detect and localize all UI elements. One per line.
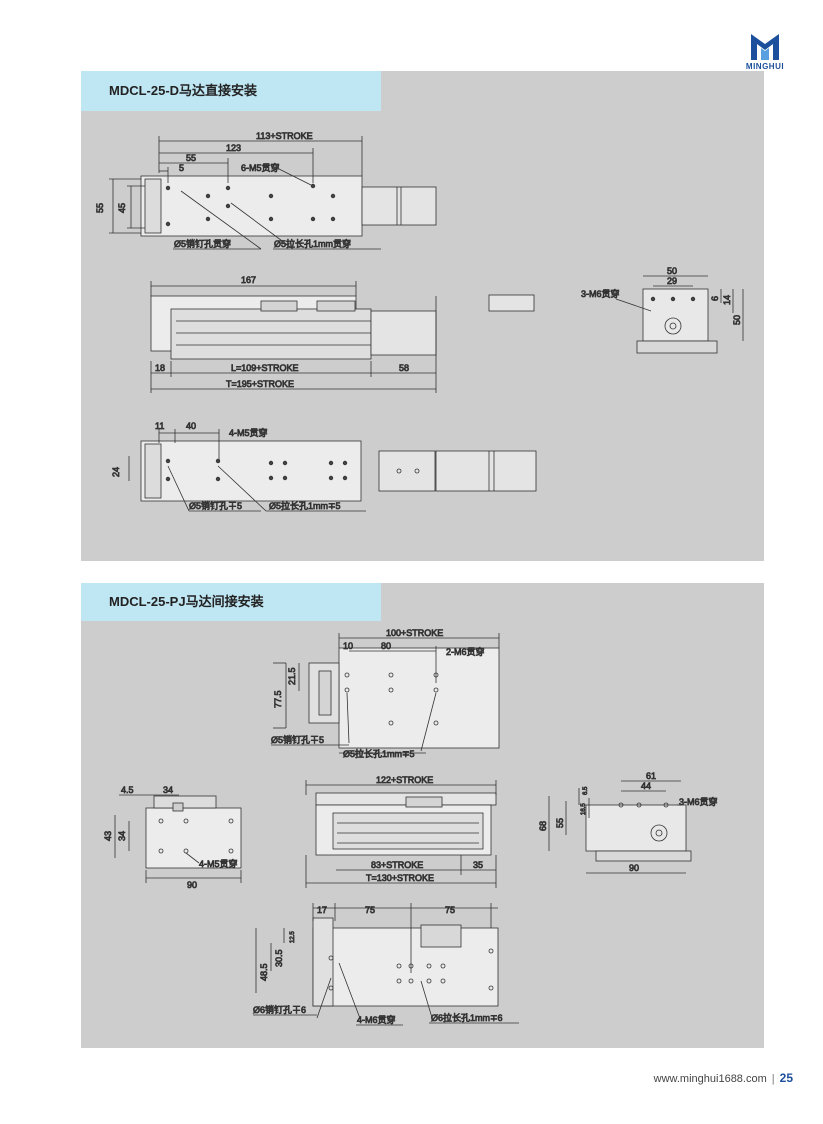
dim-10: 10 <box>343 641 353 651</box>
dim-5: 5 <box>179 163 184 173</box>
bottom-view <box>253 903 519 1026</box>
minghui-logo-icon <box>751 34 779 60</box>
dim-44: 44 <box>641 781 651 791</box>
dim-h43: 43 <box>103 831 113 841</box>
dim-75b: 75 <box>445 905 455 915</box>
thread-label: 2-M6贯穿 <box>446 646 485 657</box>
dim-90: 90 <box>187 880 197 890</box>
dim-h77: 77.5 <box>273 690 283 708</box>
dim-14: 14 <box>722 295 732 305</box>
dim-16-5: 16.5 <box>581 803 587 815</box>
dim-17: 17 <box>317 905 327 915</box>
pin-hole-label: Ø5销钉孔贯穿 <box>174 238 231 249</box>
motor-thread-label: 4-M5贯穿 <box>199 858 238 869</box>
dim-11: 11 <box>155 421 164 431</box>
dim-h21: 21.5 <box>287 667 297 685</box>
dim-80: 80 <box>381 641 391 651</box>
motor-view <box>114 794 242 883</box>
end-view <box>548 780 692 874</box>
side-length: 83+STROKE <box>371 860 423 870</box>
dim-48-5: 48.5 <box>259 963 269 981</box>
dim-167: 167 <box>241 275 256 285</box>
dim-overall: 113+STROKE <box>256 131 313 141</box>
side-overall: 122+STROKE <box>376 775 433 785</box>
bottom-slot-label: Ø6拉长孔1mm∓6 <box>431 1012 503 1023</box>
footer-separator: | <box>771 1073 775 1085</box>
side-view <box>150 281 535 393</box>
dim-length: L=109+STROKE <box>231 363 299 373</box>
dim-50: 50 <box>667 266 677 276</box>
bottom-pin-label: Ø6销钉孔∓6 <box>253 1004 306 1015</box>
section-indirect-mount: MDCL-25-PJ马达间接安装 <box>81 583 764 1048</box>
dim-35: 35 <box>473 860 483 870</box>
dim-total: T=195+STROKE <box>226 379 294 389</box>
section-direct-mount: MDCL-25-D马达直接安装 <box>81 71 764 561</box>
thread-label: 6-M5贯穿 <box>241 162 280 173</box>
top-view <box>109 136 437 250</box>
dim-123: 123 <box>226 143 241 153</box>
footer: www.minghui1688.com | 25 <box>654 1071 793 1085</box>
indirect-mount-drawing: 100+STROKE 10 80 2-M6贯穿 21.5 77.5 Ø5销钉孔∓… <box>103 628 718 1026</box>
dim-h50: 50 <box>732 315 742 325</box>
direct-mount-drawing: 113+STROKE 123 55 5 6-M5贯穿 55 45 Ø5销钉孔贯穿… <box>95 131 744 512</box>
dim-12-5: 12.5 <box>290 931 296 943</box>
dim-18: 18 <box>155 363 165 373</box>
top-view <box>271 633 500 754</box>
section-title: MDCL-25-PJ马达间接安装 <box>81 583 381 621</box>
dim-overall: 100+STROKE <box>386 628 443 638</box>
dim-40: 40 <box>186 421 196 431</box>
pin-hole-label: Ø5销钉孔∓5 <box>271 734 324 745</box>
end-view <box>615 275 744 354</box>
dim-6: 6 <box>710 296 720 301</box>
dim-h34: 34 <box>117 831 127 841</box>
dim-h55: 55 <box>555 818 565 828</box>
bottom-slot-label: Ø5拉长孔1mm∓5 <box>269 500 341 511</box>
dim-58: 58 <box>399 363 409 373</box>
dim-34: 34 <box>163 785 173 795</box>
dim-4-5: 4.5 <box>121 785 134 795</box>
bottom-view <box>128 429 537 512</box>
end-dim-90: 90 <box>629 863 639 873</box>
dim-61: 61 <box>646 771 656 781</box>
bottom-thread-label: 4-M6贯穿 <box>357 1014 396 1025</box>
side-view <box>305 780 497 888</box>
bottom-thread-label: 4-M5贯穿 <box>229 427 268 438</box>
end-thread-label: 3-M6贯穿 <box>679 796 718 807</box>
dim-55: 55 <box>186 153 196 163</box>
dim-h68: 68 <box>538 821 548 831</box>
side-total: T=130+STROKE <box>366 873 434 883</box>
dim-75a: 75 <box>365 905 375 915</box>
dim-29: 29 <box>667 276 677 286</box>
slot-hole-label: Ø5拉长孔1mm贯穿 <box>274 238 351 249</box>
website-link[interactable]: www.minghui1688.com <box>653 1073 767 1085</box>
section-title: MDCL-25-D马达直接安装 <box>81 71 381 111</box>
page-number: 25 <box>779 1071 793 1085</box>
dim-h45: 45 <box>117 203 127 213</box>
brand-name: MINGHUI <box>745 62 785 71</box>
dim-24: 24 <box>111 467 121 477</box>
slot-hole-label: Ø5拉长孔1mm∓5 <box>343 748 415 759</box>
dim-h55: 55 <box>95 203 105 213</box>
dim-6-5: 6.5 <box>583 786 589 795</box>
bottom-pin-label: Ø5销钉孔∓5 <box>189 500 242 511</box>
end-thread-label: 3-M6贯穿 <box>581 288 620 299</box>
dim-30-5: 30.5 <box>274 949 284 967</box>
